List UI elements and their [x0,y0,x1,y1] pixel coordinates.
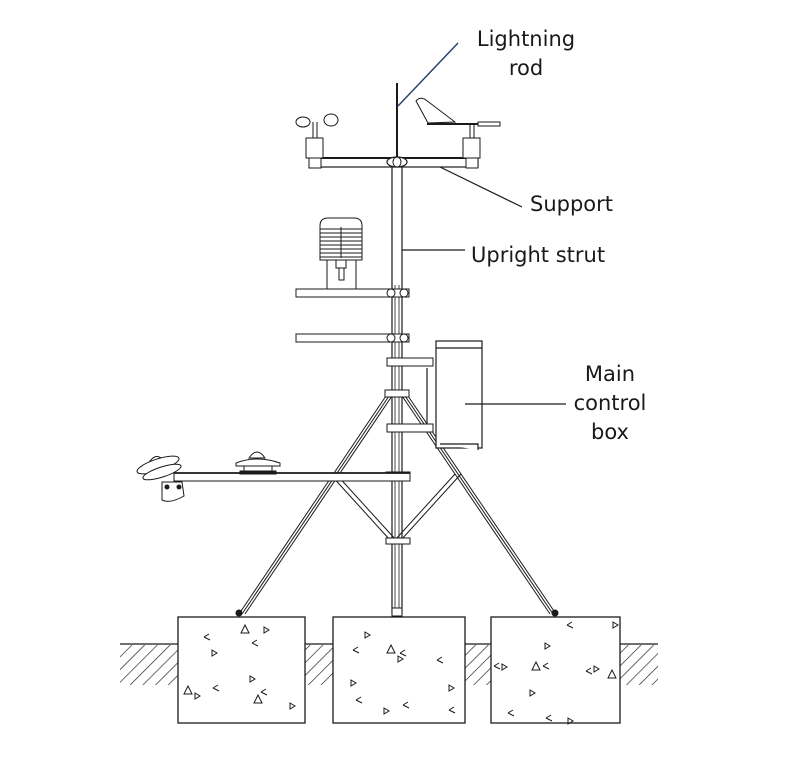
label-upright-strut: Upright strut [471,243,606,267]
label-main-control-box: Main control box [573,362,647,444]
pyranometer [235,451,281,475]
support-crossarm [315,156,479,168]
leader-support [439,166,523,208]
main-control-box [426,340,483,450]
sensor-arm-upper [295,288,410,298]
concrete-foundation-center [332,616,466,724]
leader-lightning-rod [397,42,459,107]
ground-hatching [120,643,658,685]
rain-sensor [136,455,185,502]
temperature-humidity-shield [319,217,363,289]
label-lightning-rod: Lightning rod [476,27,576,80]
sensor-arm-lower [295,333,410,343]
radiation-sensor-arm [173,472,411,482]
wind-vane [415,97,501,169]
anemometer [295,113,339,169]
concrete-foundation-right [490,616,621,725]
concrete-foundation-left [177,616,306,724]
label-support: Support [530,192,614,216]
